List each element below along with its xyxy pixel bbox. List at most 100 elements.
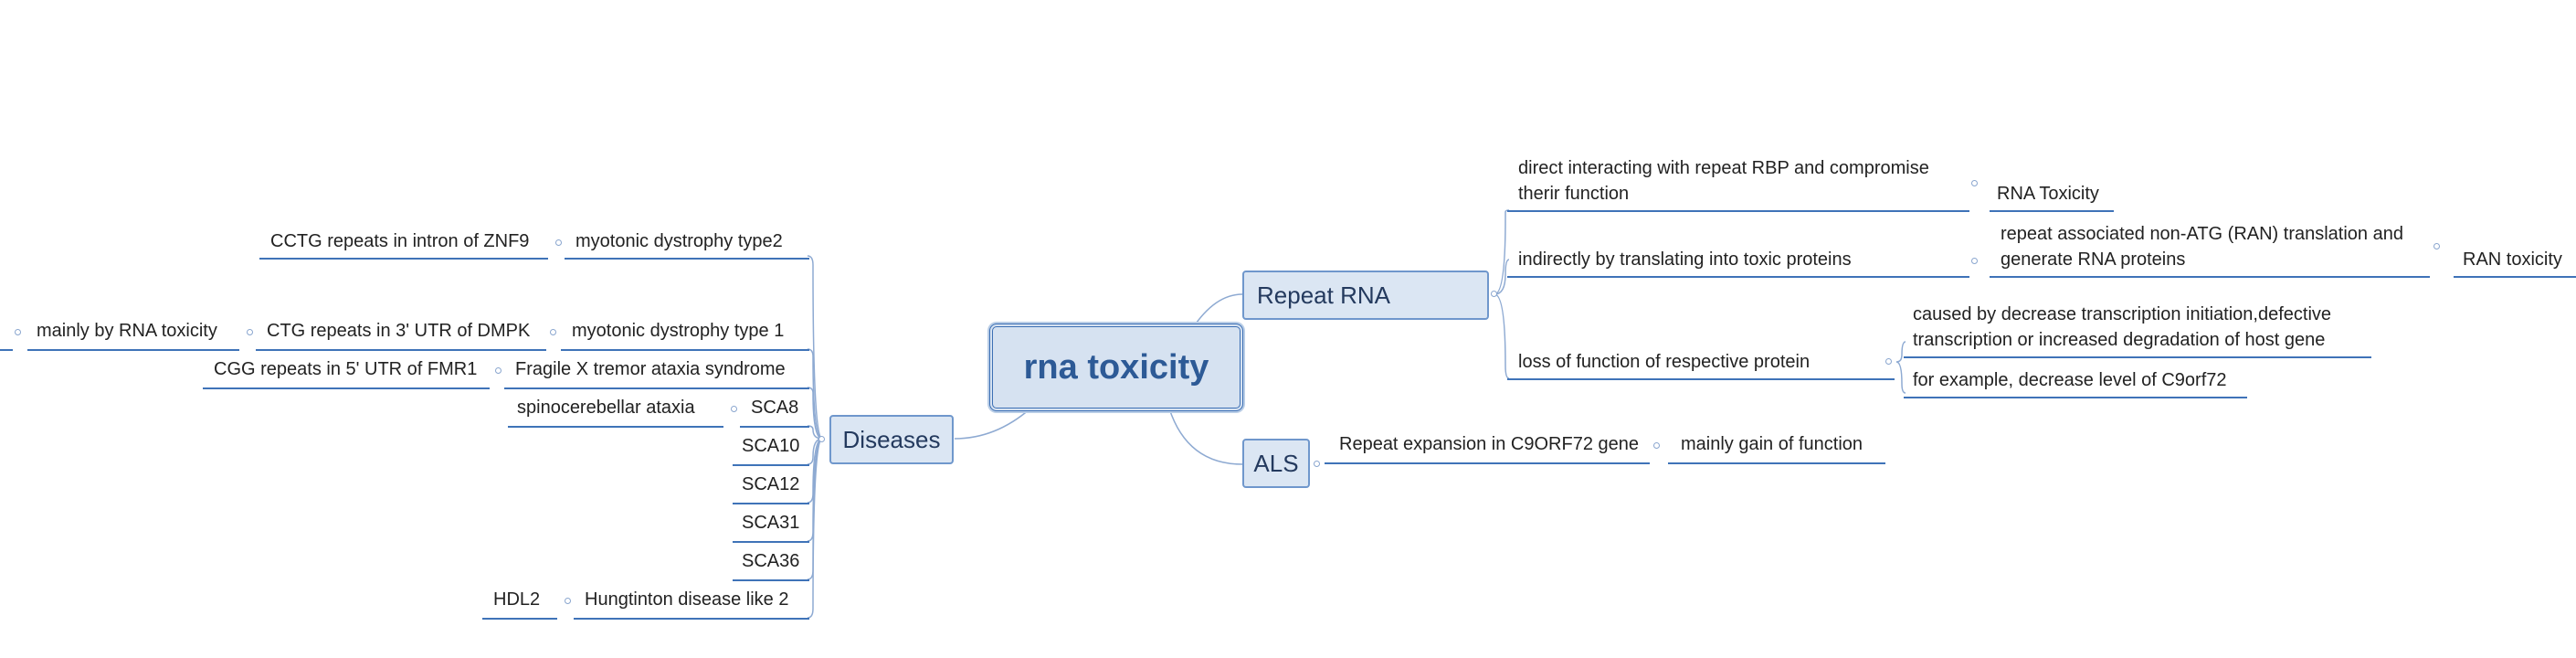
collapse-toggle-icon[interactable] — [15, 329, 21, 335]
topic-sca36-underline — [733, 579, 809, 581]
collapse-toggle-icon[interactable] — [1314, 461, 1320, 467]
topic-huntington-like-2[interactable]: Hungtinton disease like 2 — [585, 587, 788, 612]
topic-loss-of-function-label: loss of function of respective protein — [1518, 352, 1811, 372]
topic-hdl2-underline — [574, 618, 809, 620]
branch-als-label: ALS — [1253, 449, 1299, 477]
topic-hdl2-short-label: HDL2 — [493, 589, 541, 610]
topic-repeat-expansion-underline — [1325, 462, 1650, 464]
topic-c9orf72-level-label: for example, decrease level of C9orf72 — [1913, 370, 2227, 390]
topic-sca36-label: SCA36 — [742, 551, 800, 571]
topic-indirect-underline — [1507, 276, 1969, 278]
topic-sca12-underline — [733, 503, 809, 504]
collapse-toggle-icon[interactable] — [1885, 358, 1892, 365]
topic-mainly-gain-underline — [1668, 462, 1885, 464]
topic-ran-translation-underline — [1990, 276, 2430, 278]
topic-rna-toxicity-underline — [1990, 210, 2114, 212]
topic-cgg-repeats[interactable]: CGG repeats in 5' UTR of FMR1 — [214, 356, 477, 382]
collapse-toggle-icon[interactable] — [495, 367, 501, 374]
topic-ctg-label: CTG repeats in 3' UTR of DMPK — [267, 321, 531, 341]
collapse-toggle-icon[interactable] — [1491, 291, 1497, 297]
topic-sca10-label: SCA10 — [742, 436, 800, 456]
topic-ran-toxicity-underline — [2454, 276, 2576, 278]
branch-als[interactable]: ALS — [1242, 439, 1310, 488]
topic-ctg-underline — [256, 349, 546, 351]
topic-myotonic-dystrophy-type2[interactable]: myotonic dystrophy type2 — [575, 228, 783, 254]
collapse-toggle-icon[interactable] — [555, 239, 562, 246]
collapse-toggle-icon[interactable] — [247, 329, 253, 335]
topic-dm1-underline — [561, 349, 809, 351]
collapse-toggle-icon[interactable] — [1971, 258, 1978, 264]
topic-cctg-underline — [259, 258, 548, 260]
topic-fragile-x-label: Fragile X tremor ataxia syndrome — [515, 359, 786, 379]
collapse-toggle-icon[interactable] — [565, 598, 571, 604]
topic-mainly-rna-label: mainly by RNA toxicity — [37, 321, 217, 341]
topic-mainly-rna-underline — [27, 349, 239, 351]
topic-indirectly-translating[interactable]: indirectly by translating into toxic pro… — [1518, 247, 1852, 272]
topic-mainly-gain-of-function[interactable]: mainly gain of function — [1681, 431, 1863, 457]
topic-dm1-label: myotonic dystrophy type 1 — [572, 321, 785, 341]
central-topic[interactable]: rna toxicity — [989, 324, 1243, 411]
topic-caused-by-decrease-label: caused by decrease transcription initiat… — [1913, 304, 2332, 350]
topic-ran-translation-label: repeat associated non-ATG (RAN) translat… — [2001, 224, 2403, 270]
topic-dm2-underline — [565, 258, 809, 260]
collapse-toggle-icon[interactable] — [731, 406, 737, 412]
topic-caused-by-decrease[interactable]: caused by decrease transcription initiat… — [1913, 302, 2370, 353]
topic-sca31-label: SCA31 — [742, 513, 800, 533]
topic-cgg-underline — [203, 387, 490, 389]
topic-fragile-x-underline — [504, 387, 809, 389]
topic-mainly-by-rna-toxicity[interactable]: mainly by RNA toxicity — [37, 318, 217, 344]
topic-sca31-underline — [733, 541, 809, 543]
topic-sca10[interactable]: SCA10 — [742, 433, 799, 459]
collapse-toggle-icon[interactable] — [550, 329, 556, 335]
topic-ran-toxicity[interactable]: RAN toxicity — [2463, 247, 2562, 272]
topic-cctg-label: CCTG repeats in intron of ZNF9 — [270, 231, 530, 251]
topic-direct-underline — [1507, 210, 1969, 212]
topic-sca8[interactable]: SCA8 — [751, 395, 798, 420]
topic-cctg-repeats[interactable]: CCTG repeats in intron of ZNF9 — [270, 228, 529, 254]
topic-sca8-underline — [740, 426, 809, 428]
topic-spinocerebellar-label: spinocerebellar ataxia — [517, 398, 695, 418]
topic-rna-toxicity[interactable]: RNA Toxicity — [1997, 181, 2099, 207]
branch-repeat-rna[interactable]: Repeat RNA — [1242, 271, 1489, 320]
collapse-toggle-icon[interactable] — [1653, 442, 1660, 449]
topic-indirectly-translating-label: indirectly by translating into toxic pro… — [1518, 249, 1852, 270]
topic-sca8-label: SCA8 — [751, 398, 799, 418]
central-topic-label: rna toxicity — [1023, 347, 1209, 387]
topic-sca12[interactable]: SCA12 — [742, 472, 799, 497]
offscreen-branch-underline — [0, 349, 13, 351]
topic-myotonic-dystrophy-type1[interactable]: myotonic dystrophy type 1 — [572, 318, 784, 344]
topic-loss-of-function[interactable]: loss of function of respective protein — [1518, 349, 1810, 375]
topic-loss-underline — [1507, 378, 1895, 380]
topic-direct-interacting-label: direct interacting with repeat RBP and c… — [1518, 158, 1929, 204]
topic-sca31[interactable]: SCA31 — [742, 510, 799, 536]
topic-sca12-label: SCA12 — [742, 474, 800, 494]
topic-repeat-expansion-label: Repeat expansion in C9ORF72 gene — [1339, 434, 1639, 454]
topic-hdl2-short[interactable]: HDL2 — [493, 587, 540, 612]
topic-ran-translation[interactable]: repeat associated non-ATG (RAN) translat… — [2001, 221, 2430, 272]
topic-sca36[interactable]: SCA36 — [742, 548, 799, 574]
topic-spinocerebellar-underline — [508, 426, 723, 428]
branch-repeat-rna-label: Repeat RNA — [1257, 281, 1390, 309]
topic-dm2-label: myotonic dystrophy type2 — [575, 231, 783, 251]
topic-fragile-x[interactable]: Fragile X tremor ataxia syndrome — [515, 356, 786, 382]
topic-cgg-label: CGG repeats in 5' UTR of FMR1 — [214, 359, 478, 379]
topic-hdl2-short-underline — [482, 618, 557, 620]
topic-direct-interacting[interactable]: direct interacting with repeat RBP and c… — [1518, 155, 1957, 207]
topic-spinocerebellar-ataxia[interactable]: spinocerebellar ataxia — [517, 395, 695, 420]
topic-rna-toxicity-label: RNA Toxicity — [1997, 184, 2099, 204]
topic-sca10-underline — [733, 464, 809, 466]
topic-caused-by-underline — [1904, 356, 2371, 358]
topic-mainly-gain-label: mainly gain of function — [1681, 434, 1863, 454]
collapse-toggle-icon[interactable] — [2433, 243, 2440, 249]
branch-diseases[interactable]: Diseases — [829, 415, 954, 464]
branch-diseases-label: Diseases — [842, 425, 941, 453]
topic-hdl2-label: Hungtinton disease like 2 — [585, 589, 789, 610]
topic-c9orf72-level[interactable]: for example, decrease level of C9orf72 — [1913, 367, 2227, 393]
topic-c9orf72-underline — [1904, 397, 2247, 398]
topic-repeat-expansion-c9orf72[interactable]: Repeat expansion in C9ORF72 gene — [1339, 431, 1639, 457]
collapse-toggle-icon[interactable] — [1971, 180, 1978, 186]
collapse-toggle-icon[interactable] — [818, 436, 825, 442]
topic-ctg-repeats[interactable]: CTG repeats in 3' UTR of DMPK — [267, 318, 530, 344]
